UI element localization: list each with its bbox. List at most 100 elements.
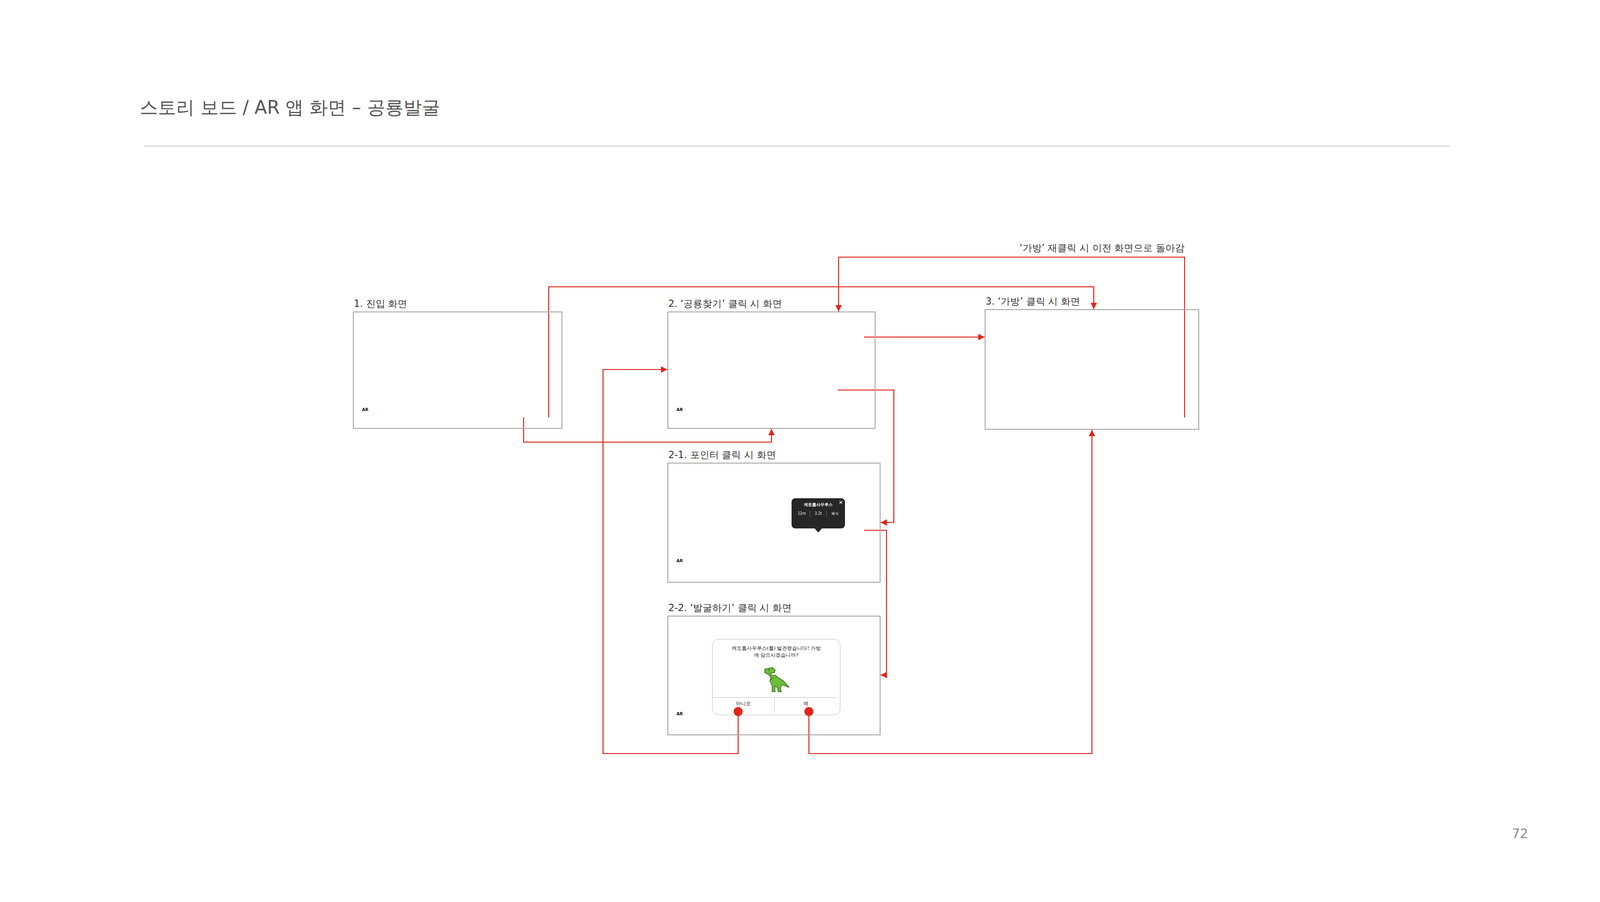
- fossil-skull-teeth: [694, 530, 699, 532]
- brush-icon: [847, 361, 862, 378]
- help-mark: [681, 323, 684, 327]
- bag-flap: [850, 417, 862, 420]
- lock-shackle: [1090, 406, 1097, 413]
- help-mark-dot: [681, 632, 683, 634]
- lock-body: [1039, 412, 1050, 417]
- fossil-ribs: [712, 576, 724, 582]
- dig-pointer: [700, 520, 708, 527]
- tooltip-stat: 육식: [826, 510, 843, 517]
- camera-lens: [538, 322, 545, 328]
- lock-icon: [1039, 406, 1050, 417]
- bag-icon: [854, 565, 866, 578]
- fossil-skull-outline: [685, 525, 701, 534]
- help-mark-dot: [681, 479, 683, 481]
- ar-label: AR: [676, 711, 683, 717]
- ar-label: AR: [676, 407, 683, 413]
- screen-art: [985, 309, 1201, 431]
- button-label: 예: [803, 699, 809, 707]
- ar-label-wrap: AR: [676, 711, 683, 717]
- lock-body: [1137, 412, 1147, 417]
- bag-body: [1171, 413, 1183, 424]
- bag-card-locked: [1119, 337, 1165, 383]
- ar-label-wrap: AR: [361, 407, 369, 413]
- camera-lens-core: [859, 477, 862, 480]
- screen-heading: 2. ‘공룡찾기’ 클릭 시 화면: [668, 297, 782, 310]
- ar-label: AR: [676, 558, 683, 564]
- screen-heading: 1. 진입 화면: [353, 297, 408, 310]
- dig-pointer: [870, 356, 877, 364]
- bag-flap: [854, 571, 866, 573]
- ar-toggle-track: [676, 567, 688, 569]
- lock-keyhole: [1141, 361, 1144, 364]
- dig-pointer-core: [878, 512, 881, 515]
- camera-body: [849, 321, 863, 331]
- bag-strap: [853, 412, 859, 415]
- stegosaurus-body: [1028, 352, 1061, 368]
- help-disc: [678, 473, 687, 482]
- bag-card-locked: [1070, 396, 1116, 417]
- brush-handle: [859, 515, 867, 525]
- bag-body: [854, 566, 866, 578]
- bag-lower-row: [1022, 396, 1165, 417]
- bag-flap: [854, 723, 866, 726]
- ar-toggle-track: [676, 720, 688, 722]
- screen-art: [668, 463, 882, 584]
- dig-pointer-core: [729, 417, 733, 420]
- camera-icon: [853, 471, 867, 483]
- camera-top: [538, 318, 545, 322]
- fossil-ribs-lines: [841, 699, 859, 708]
- dig-pointer-core: [830, 386, 834, 389]
- dig-pointer-core: [741, 572, 745, 576]
- camera-icon: [849, 319, 863, 331]
- lock-shackle: [1138, 353, 1146, 360]
- link-dot: [860, 333, 870, 343]
- lock-shackle: [1041, 406, 1048, 413]
- camera-top: [853, 319, 859, 323]
- dig-pointer: [876, 660, 882, 668]
- screen-art: [353, 312, 564, 430]
- flow-connector: [523, 417, 772, 442]
- brush-ferrule: [851, 368, 856, 373]
- dinosaur-figure: [764, 666, 789, 692]
- brush-handle: [853, 361, 861, 371]
- fossil-skull: [677, 679, 693, 688]
- ar-label: AR: [361, 407, 369, 413]
- dialog-button: 아니오: [712, 697, 775, 712]
- link-dot: [860, 526, 870, 536]
- brush-ferrule: [516, 416, 521, 421]
- lock-keyhole: [1043, 414, 1046, 417]
- dialog-button: 예: [774, 697, 837, 712]
- fossil-skull: [685, 525, 701, 534]
- brush-ferrule: [857, 674, 862, 679]
- screen-frame: 1. 진입 화면: [352, 311, 563, 429]
- dig-pointer: [691, 674, 698, 681]
- tooltip-stat: 3.2t: [809, 510, 827, 517]
- link-dot: [804, 706, 814, 716]
- bag-icon: [854, 718, 866, 731]
- dig-site: [702, 571, 758, 584]
- dig-site: [815, 540, 882, 562]
- dig-site: [873, 510, 882, 517]
- dig-pointer-core: [731, 724, 735, 727]
- dinosaur-eye: [1085, 349, 1087, 351]
- dig-site: [671, 522, 718, 537]
- bag-pocket: [857, 572, 863, 576]
- page-number-wrap: 72: [1511, 825, 1529, 842]
- confirm-dialog: 케토톱사우루스(를) 발견했습니다! 가방에 담으시겠습니까?아니오예: [712, 638, 841, 715]
- fossil-ribs-lines: [704, 729, 716, 735]
- brush-bristles: [847, 370, 856, 378]
- bag-strap: [857, 718, 863, 721]
- dig-site: [694, 416, 756, 430]
- bag-strap: [539, 412, 544, 415]
- bag-flap: [1171, 417, 1183, 420]
- screen-heading: 2-2. ‘발굴하기’ 클릭 시 화면: [668, 601, 792, 614]
- dig-pointer-core: [833, 539, 836, 542]
- camera-icon: [853, 624, 867, 636]
- button-label: 아니오: [735, 699, 751, 707]
- screen-frame: 2-2. ‘발굴하기’ 클릭 시 화면케토톱사우루스(를) 발견했습니다! 가방…: [667, 615, 881, 735]
- dig-pointer: [691, 367, 698, 374]
- camera-lens: [857, 628, 863, 634]
- connector-group: [523, 257, 1185, 754]
- bag-icon: [1171, 412, 1183, 425]
